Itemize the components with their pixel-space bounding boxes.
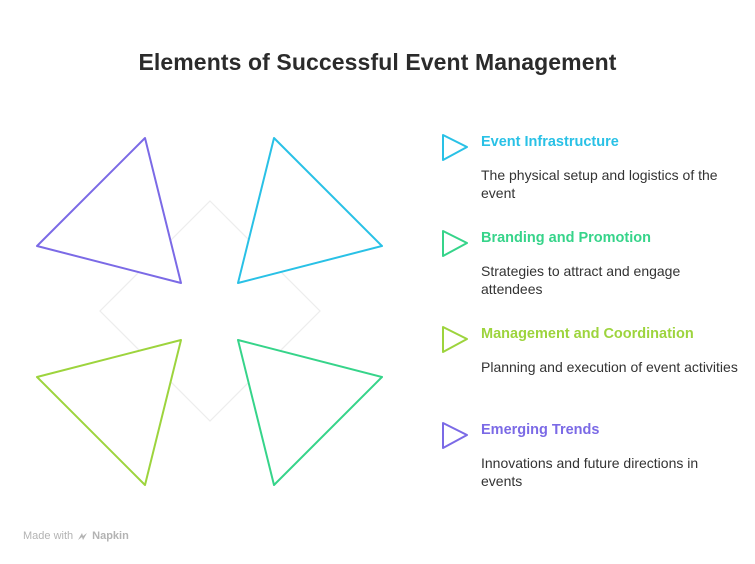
legend-description: Strategies to attract and engage attende… [481,263,681,297]
legend-heading: Management and Coordination [481,326,694,342]
triangle-right-icon [442,326,468,353]
legend-description: The physical setup and logistics of the … [481,167,718,201]
triangle-right-icon [442,134,468,161]
legend-description: Planning and execution of event activiti… [481,359,738,375]
watermark-prefix: Made with [23,530,74,542]
watermark[interactable]: Made with Napkin [23,530,129,542]
center-diamond-shape [99,200,321,422]
watermark-brand: Napkin [92,530,129,542]
triangle-management-coordination[interactable] [36,339,182,486]
triangle-event-infrastructure[interactable] [237,137,383,284]
triangle-right-icon [442,422,468,449]
diagram [36,137,383,486]
legend-heading: Branding and Promotion [481,230,651,246]
legend-heading: Emerging Trends [481,422,600,438]
napkin-logo-icon [78,532,88,540]
legend-heading: Event Infrastructure [481,134,619,150]
legend-description: Innovations and future directions in eve… [481,455,699,489]
page-title: Elements of Successful Event Management [138,49,617,75]
triangle-emerging-trends[interactable] [36,137,182,284]
triangle-branding-promotion[interactable] [237,339,383,486]
triangle-right-icon [442,230,468,257]
